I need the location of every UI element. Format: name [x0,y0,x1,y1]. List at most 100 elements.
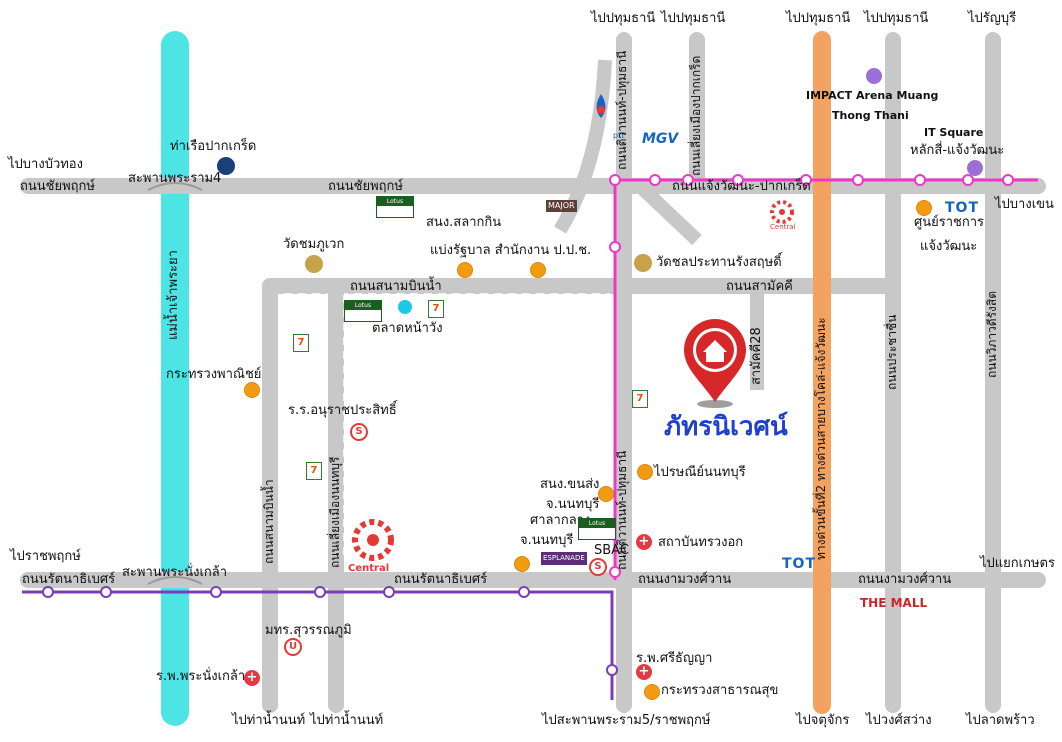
impact-label: IMPACT Arena Muang [806,89,939,102]
health-ministry-label: กระทรวงสาธารณสุข [661,683,779,698]
talat-nawang-label: ตลาดหน้าวัง [372,321,443,336]
to-thanam-label-2: ไปท่าน้ำนนท์ [310,713,384,728]
ratchaburana-label: แบ่งรัฐบาล สำนักงาน ป.ป.ช. [430,243,592,258]
orange-dot-icon [916,200,932,216]
pink-station [609,566,621,578]
to-ladprao-label: ไปลาดพร้าว [966,713,1035,728]
pink-station [649,174,661,186]
pink-station [609,241,621,253]
to-wongsawang-label: ไปวงศ์สว่าง [866,713,932,728]
hospital-cross-icon: + [244,670,260,686]
ngamwongwan-label-2: ถนนงามวงศ์วาน [858,572,952,587]
it-square-label: IT Square [924,126,984,139]
to-ratchaphruek-label: ไปราชพฤกษ์ [10,549,81,564]
curve-road-1 [554,59,612,234]
central-text-1: Central [348,563,390,574]
orange-dot-icon [644,684,660,700]
pink-station [682,174,694,186]
temple-icon [634,254,652,272]
pier-icon [217,157,235,175]
to-pathum-label-3: ไปปทุมธานี [786,11,851,26]
prachachuen-label: ถนนประชาชื่น [885,314,899,390]
pier-label: ท่าเรือปากเกร็ด [170,139,257,154]
mgv-label: MGV [642,131,679,147]
market-icon [398,300,412,314]
expressway-label: ทางด่วนขั้นที่2 ทางด่วนสายบางโคล่-แจ้งวั… [814,317,828,560]
to-pathum-label-1: ไปปทุมธานี [591,11,656,26]
pink-station [800,174,812,186]
pink-station [1002,174,1014,186]
central-text-2: Central [770,223,796,231]
to-chatuchak-label: ไปจตุจักร [796,713,850,728]
bridge-rama4-label: สะพานพระราม4 [128,171,222,186]
pink-station [914,174,926,186]
bridge-nangklao-label: สะพานพระนั่งเกล้า [122,565,228,580]
purple-station [606,664,618,676]
sanambinnam-label: ถนนสนามบินน้ำ [350,279,442,294]
house-pin-icon [684,319,746,408]
orange-dot-icon [244,382,260,398]
chaengwattana-label: ถนนแจ้งวัฒนะ-ปากเกร็ด [672,179,811,194]
hospital-cross-icon: + [636,664,652,680]
commerce-ministry-label: กระทรวงพาณิชย์ [166,367,262,382]
river-label: แม่น้ำเจ้าพระยา [166,250,181,340]
university-label: มทร.สุวรรณภูมิ [265,623,352,638]
purple-station [518,586,530,598]
orange-dot-icon [598,486,614,502]
hospital-cross-icon: + [636,534,652,550]
pink-station [732,174,744,186]
bridge-arc [147,576,203,585]
lotus-logo-2: Lotus [344,300,382,322]
seven-eleven-icon: 7 [306,462,322,480]
purple-station [100,586,112,598]
chest-institute-label: สถาบันทรวงอก [658,535,744,550]
govt-center-label-2: แจ้งวัฒนะ [920,239,978,254]
pink-station [852,174,864,186]
central-logo-1 [352,519,394,561]
to-kaset-label: ไปแยกเกษตร [980,556,1055,571]
central-logo-2 [770,200,794,224]
srithanya-label: ร.พ.ศรีธัญญา [636,651,713,666]
nonthaburi-bypass-label: ถนนเลี่ยงเมืองนนทบุรี [328,456,342,568]
chaiyaphruek-label-1: ถนนชัยพฤกษ์ [20,179,95,194]
chaiyaphruek-label-2: ถนนชัยพฤกษ์ [328,179,403,194]
pink-station [609,174,621,186]
rattanathibet-label-2: ถนนรัตนาธิเบศร์ [394,572,488,587]
transport-office-label: สนง.ขนส่ง [540,477,600,492]
rattanathibet-label-1: ถนนรัตนาธิเบศร์ [22,572,116,587]
university-icon: U [284,638,302,656]
orange-dot-icon [457,262,473,278]
lotus-text-3: Lotus [579,519,615,528]
curve-road-2 [635,180,702,246]
purple-station [210,586,222,598]
lotus-text-2: Lotus [345,301,381,310]
ptt-label: ptt [613,131,625,140]
school-label: ร.ร.อนุราชประสิทธิ์ [288,403,397,418]
bridge-arc [147,182,203,191]
impact-label-2: Thong Thani [832,109,909,122]
vibhavadi-label: ถนนวิภาวดีรังสิต [985,290,999,378]
to-bangbuathong-label: ไปบางบัวทอง [8,157,83,172]
to-rama5-label: ไปสะพานพระราม5/ราชพฤกษ์ [542,713,711,728]
to-rangsit-label: ไปรัญบุรี [968,11,1017,26]
sbac-label: SBAC [594,543,629,558]
seven-eleven-icon: 7 [632,390,648,408]
orange-dot-icon [514,556,530,572]
to-thanam-label-1: ไปท่าน้ำนนท์ [232,713,306,728]
tot-logo-1: TOT [945,200,980,216]
seven-eleven-icon: 7 [293,334,309,352]
sanambinnam-v-label: ถนนสนามบินน้ำ [262,479,276,564]
samakkhi-label: ถนนสามัคคี [726,279,793,294]
tot-logo-2: TOT [782,556,817,572]
govt-center-label: ศูนย์ราชการ [914,215,985,230]
post-office-label: ไปรษณีย์นนทบุรี [654,465,746,480]
purple-station [314,586,326,598]
to-bangkhen-label: ไปบางเขน [995,197,1054,212]
ngamwongwan-label-1: ถนนงามวงศ์วาน [638,572,732,587]
orange-dot-icon [530,262,546,278]
wat-chomphu-label: วัดชมภูเวก [283,237,345,252]
to-pathum-label-2: ไปปทุมธานี [661,11,726,26]
purple-station [383,586,395,598]
